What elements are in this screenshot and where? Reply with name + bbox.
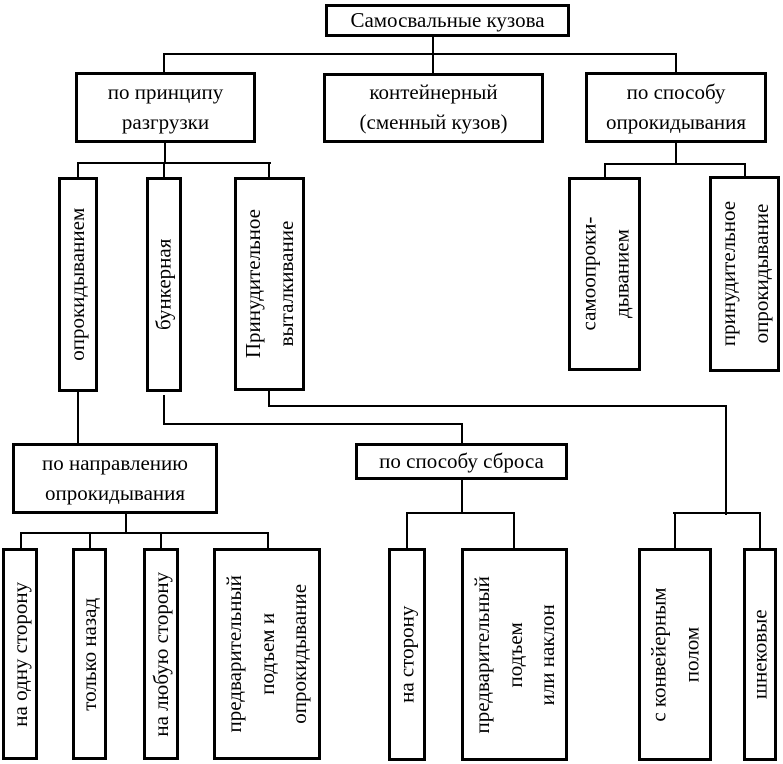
- node-bunker-label: бункерная: [151, 238, 176, 331]
- connector-line: [461, 479, 463, 513]
- node-by-tipping: опрокидыванием: [58, 177, 98, 392]
- connector-line: [674, 512, 676, 548]
- connector-line: [406, 512, 515, 514]
- node-conveyor-floor-label: с конвейерным полом: [646, 587, 704, 722]
- connector-line: [267, 532, 269, 548]
- connector-line: [77, 390, 79, 443]
- node-back-only-label: только назад: [77, 597, 102, 711]
- node-prelift-or-incline-label: предварительный подъем или наклон: [469, 575, 559, 734]
- connector-line: [268, 389, 270, 406]
- connector-line: [461, 423, 463, 443]
- node-tipping-direction: по направлению опрокидывания: [12, 443, 218, 514]
- node-by-tipping-label: опрокидыванием: [65, 207, 90, 362]
- node-prelift-and-tip-label: предварительный подъем и опрокидывание: [222, 575, 312, 733]
- node-one-side: на одну сторону: [2, 548, 38, 760]
- connector-line: [675, 142, 677, 164]
- node-tipping-method: по способу опрокидывания: [585, 72, 767, 143]
- node-bunker: бункерная: [146, 177, 182, 392]
- connector-line: [163, 395, 165, 424]
- connector-line: [20, 532, 269, 534]
- connector-line: [163, 423, 463, 425]
- connector-line: [604, 163, 746, 165]
- node-forced-tipping: принудительное опрокидывание: [709, 176, 780, 372]
- node-prelift-and-tip: предварительный подъем и опрокидывание: [213, 548, 321, 760]
- connector-line: [160, 532, 162, 548]
- connector-line: [20, 532, 22, 548]
- connector-line: [268, 162, 270, 177]
- connector-line: [759, 512, 761, 548]
- node-any-side-label: на любую сторону: [148, 571, 173, 737]
- node-prelift-or-incline: предварительный подъем или наклон: [461, 548, 568, 761]
- connector-line: [77, 162, 79, 177]
- node-self-tipping-label: самоопроки- дыванием: [575, 217, 633, 331]
- node-conveyor-floor: с конвейерным полом: [638, 548, 712, 761]
- connector-line: [163, 53, 677, 55]
- connector-line: [77, 162, 271, 164]
- connector-line: [604, 163, 606, 178]
- node-root: Самосвальные кузова: [325, 4, 570, 37]
- connector-line: [673, 512, 761, 514]
- node-self-tipping: самоопроки- дыванием: [568, 177, 641, 371]
- connector-line: [89, 532, 91, 548]
- connector-line: [163, 53, 165, 72]
- node-discharge-method: по способу сброса: [355, 443, 568, 480]
- connector-line: [513, 512, 515, 548]
- connector-line: [725, 405, 727, 515]
- node-forced-pushout-label: Принудительное выталкивание: [240, 209, 298, 359]
- node-to-side: на сторону: [388, 548, 426, 761]
- connector-line: [406, 512, 408, 548]
- node-unloading-principle: по принципу разгрузки: [75, 72, 256, 143]
- node-any-side: на любую сторону: [143, 548, 179, 760]
- node-screw: шнековые: [743, 548, 777, 761]
- connector-line: [744, 163, 746, 176]
- connector-line: [432, 36, 434, 54]
- connector-line: [125, 513, 127, 533]
- node-forced-tipping-label: принудительное опрокидывание: [715, 201, 773, 347]
- connector-line: [163, 162, 165, 177]
- node-container-body: контейнерный (сменный кузов): [323, 73, 544, 143]
- connector-line: [675, 53, 677, 72]
- connector-line: [164, 142, 166, 163]
- node-to-side-label: на сторону: [394, 605, 419, 704]
- node-forced-pushout: Принудительное выталкивание: [234, 177, 305, 391]
- node-one-side-label: на одну сторону: [7, 581, 32, 727]
- connector-line: [268, 405, 727, 407]
- node-back-only: только назад: [72, 548, 107, 760]
- connector-line: [432, 53, 434, 73]
- node-screw-label: шнековые: [747, 609, 772, 700]
